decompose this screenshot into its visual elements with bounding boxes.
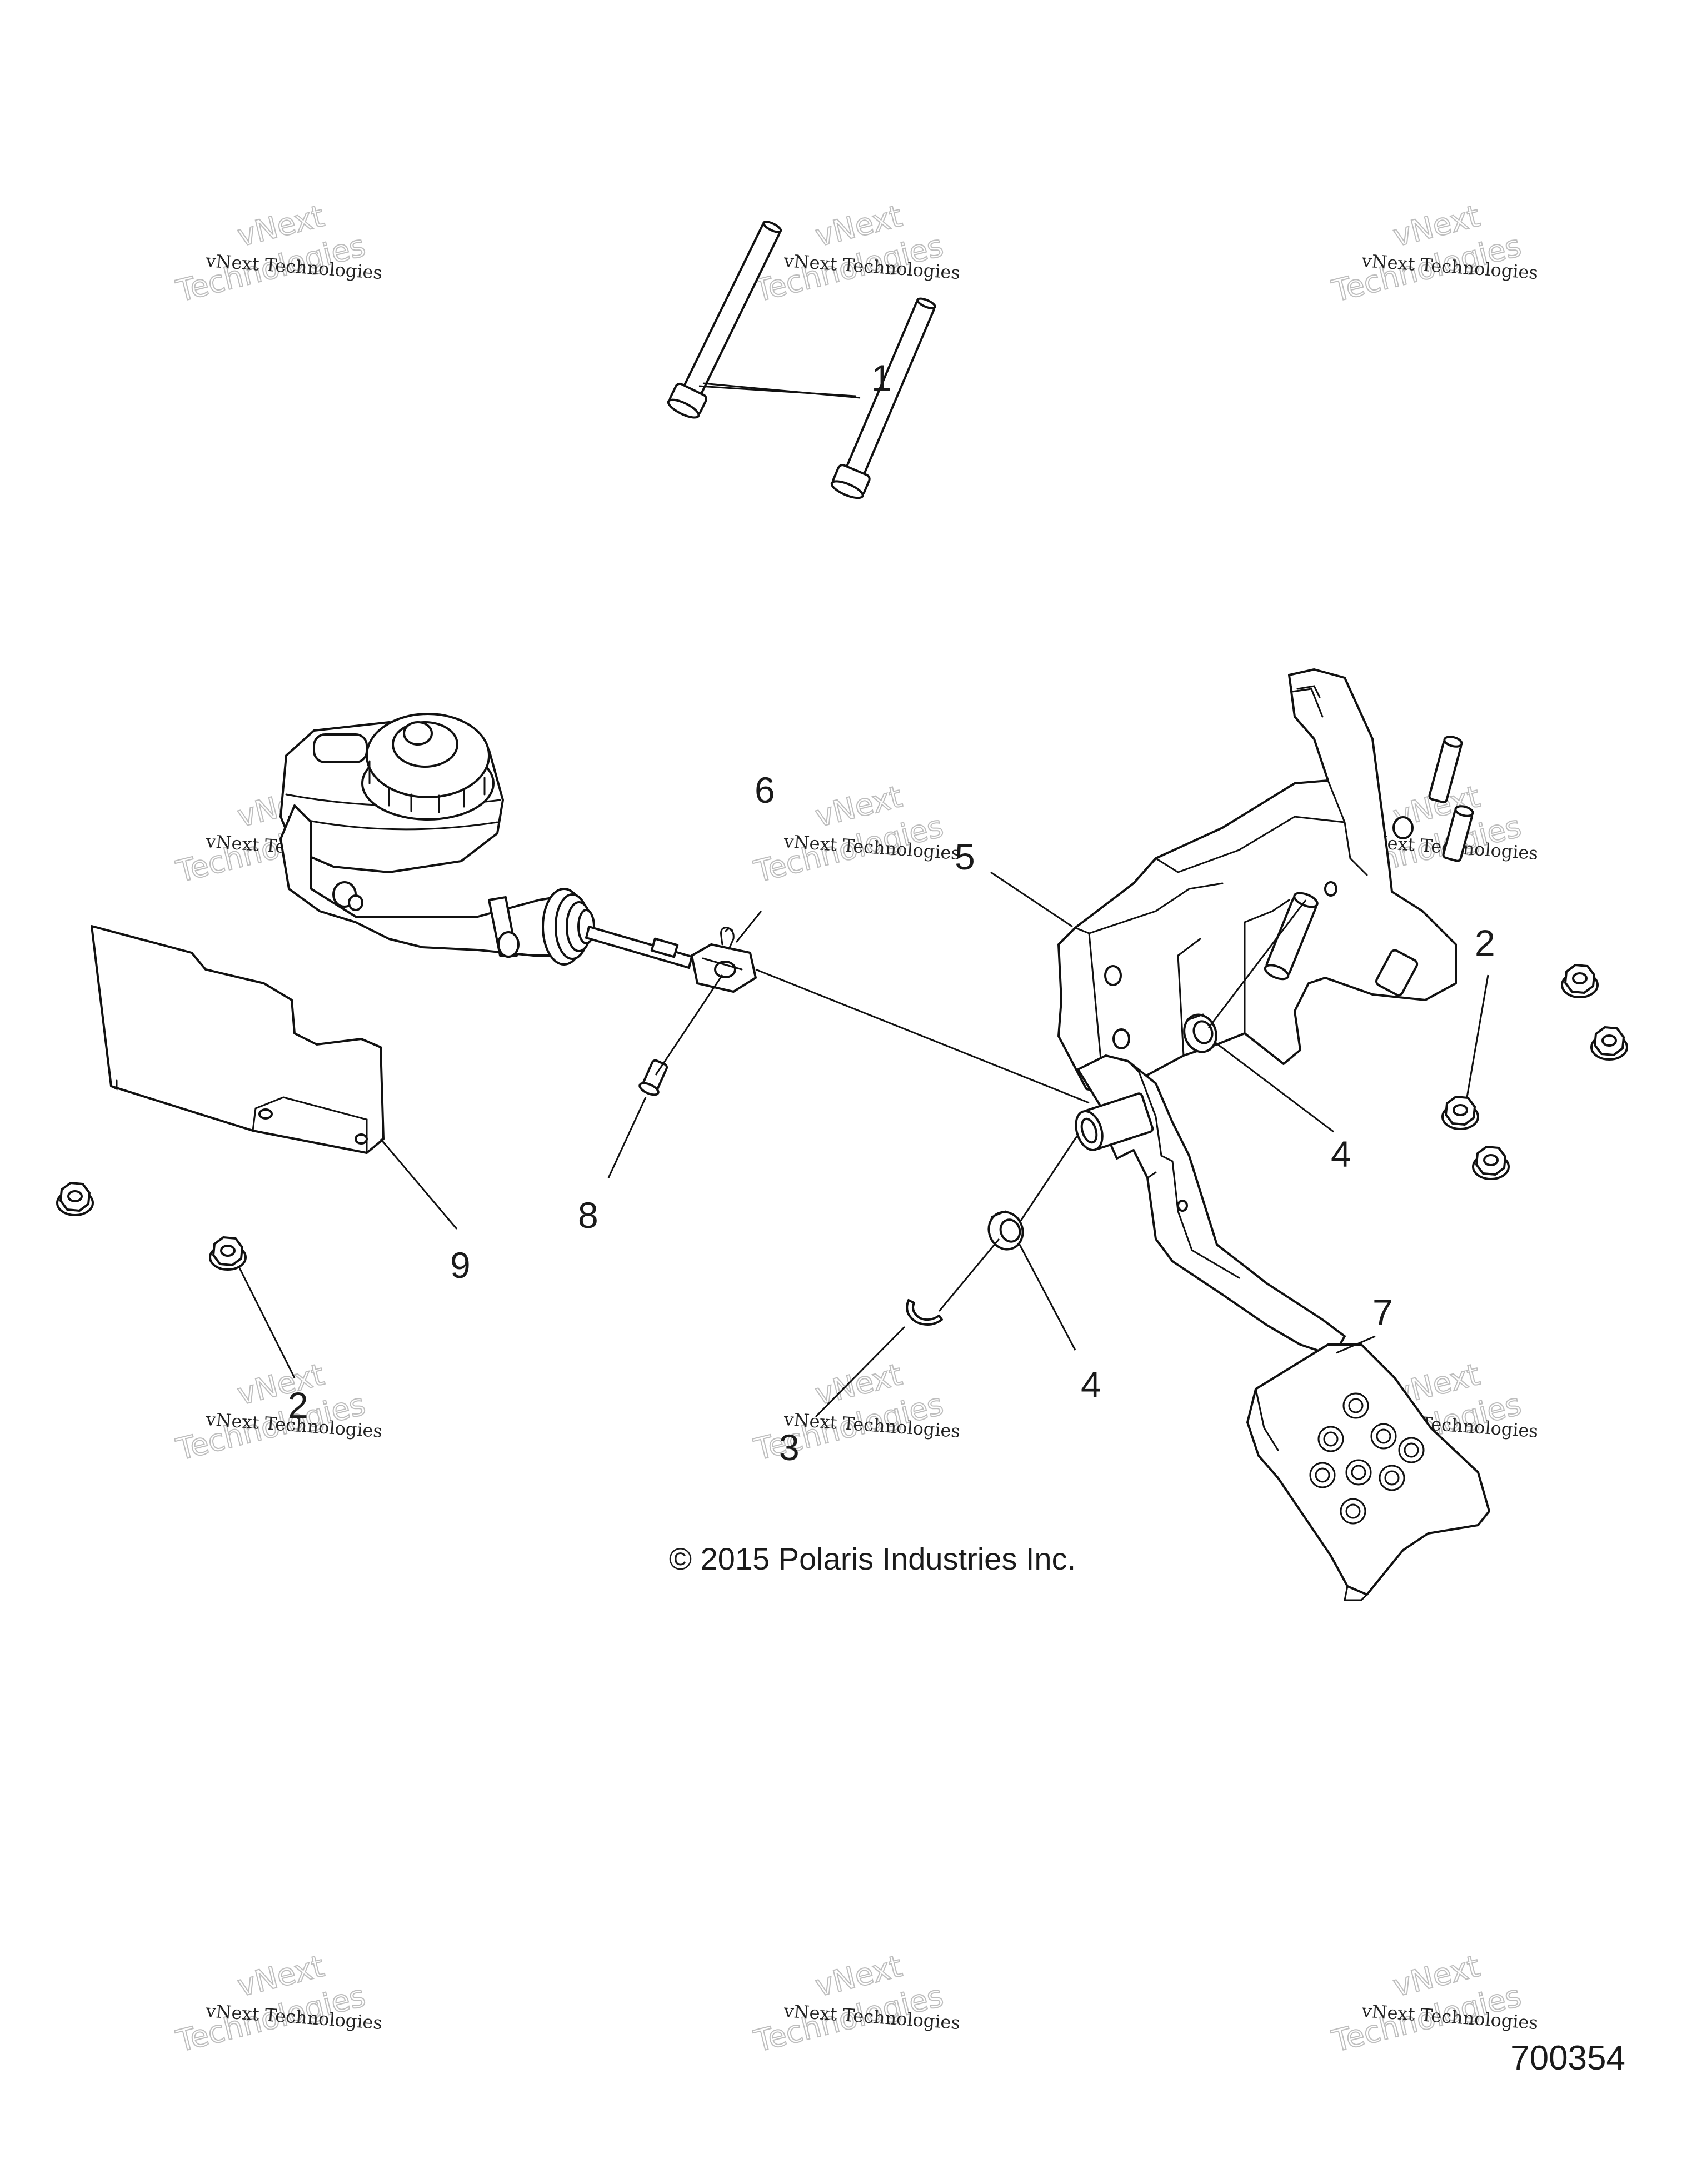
callout-labels: 1 2 2 3 4 4 5 6 7 8 9 (288, 357, 1495, 1468)
heat-shield-part-9 (91, 925, 385, 1154)
e-clip-part-3 (906, 1299, 943, 1326)
callout-9: 9 (450, 1245, 471, 1286)
leader-lines (238, 382, 1489, 1418)
pedal-bracket-part-5 (1057, 668, 1474, 1096)
callout-7: 7 (1372, 1292, 1393, 1333)
callout-8: 8 (578, 1195, 598, 1236)
callout-1: 1 (871, 357, 892, 398)
callout-6: 6 (755, 769, 775, 811)
watermark: vNext Technologies vNext Technologies (750, 198, 961, 309)
callout-5: 5 (955, 836, 975, 877)
master-cylinder (279, 713, 757, 993)
watermark: vNext Technologies vNext Technologies (172, 1356, 383, 1468)
figure-id: 700354 (1510, 2039, 1625, 2077)
bushing-part-4 (1183, 1013, 1217, 1053)
cotter-pin-part-6 (720, 927, 735, 950)
brake-pedal-part-7 (1075, 1054, 1490, 1601)
watermark: vNext Technologies vNext Technologies (750, 778, 961, 890)
watermark: vNext Technologies vNext Technologies (172, 198, 383, 309)
bolt-part-1 (667, 221, 936, 499)
watermark: vNext Technologies vNext Technologies (172, 1948, 383, 2060)
watermark: vNext Technologies vNext Technologies (750, 1948, 961, 2060)
watermark: vNext Technologies vNext Technologies (1328, 198, 1539, 309)
callout-2: 2 (288, 1385, 308, 1426)
copyright-notice: © 2015 Polaris Industries Inc. (669, 1541, 1076, 1576)
assembly-lines (655, 899, 1307, 1312)
callout-4: 4 (1081, 1364, 1101, 1405)
clevis-pin-part-8 (638, 1059, 668, 1096)
flange-nut-part-2 (56, 964, 1628, 1271)
callout-3: 3 (779, 1427, 800, 1468)
watermark: vNext Technologies vNext Technologies (1328, 1948, 1539, 2060)
callout-4: 4 (1331, 1133, 1351, 1175)
callout-2: 2 (1475, 922, 1495, 963)
